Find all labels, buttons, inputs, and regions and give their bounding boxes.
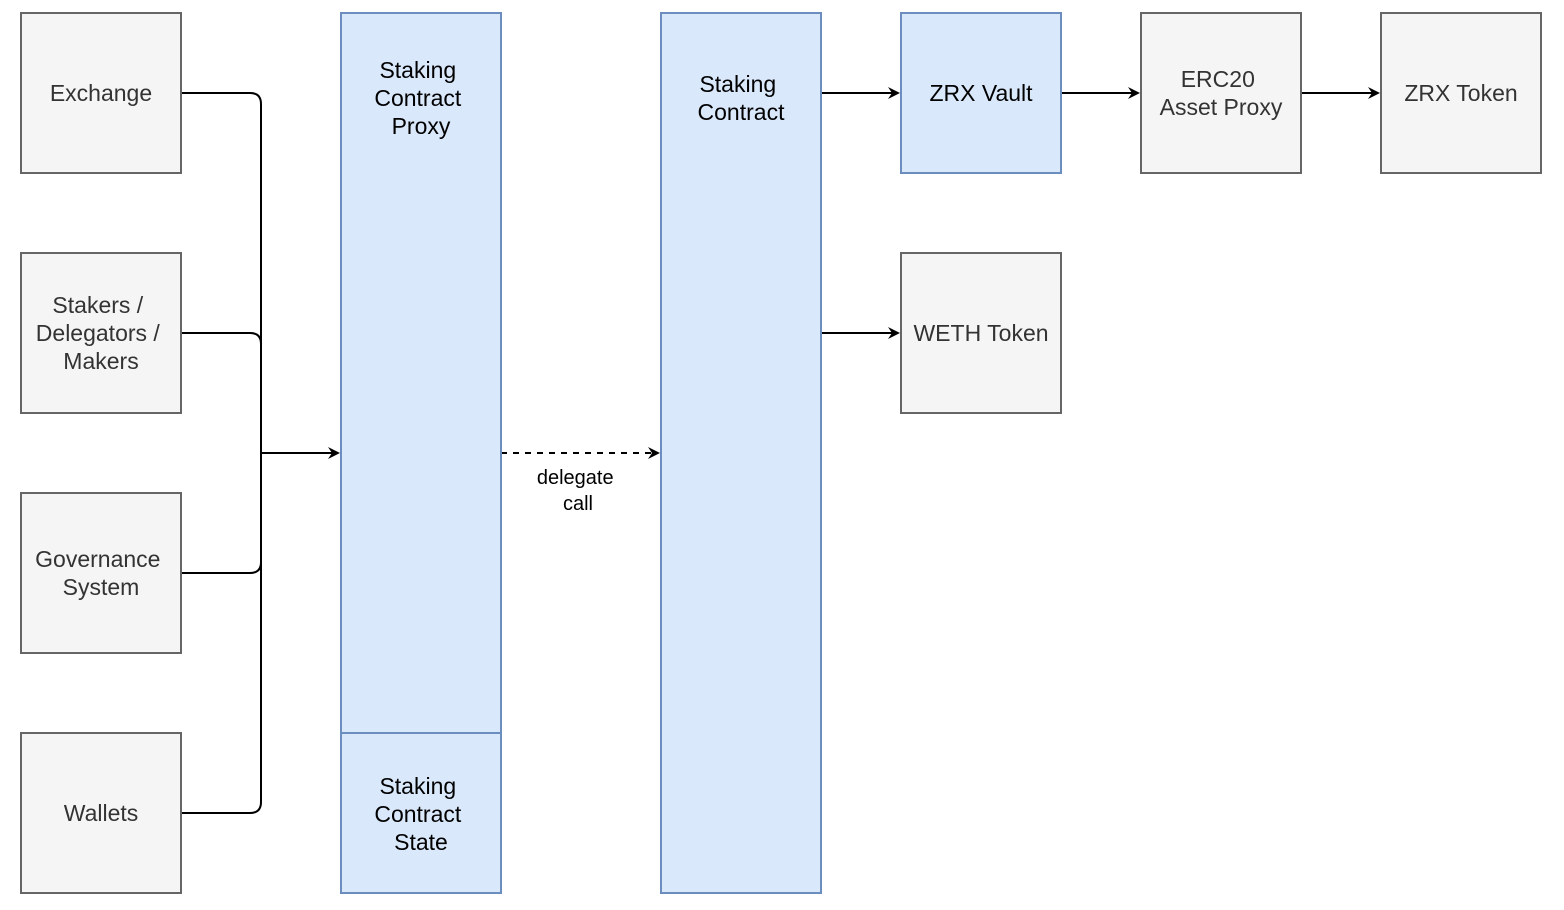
delegate-call-label: delegate call: [537, 467, 619, 515]
node-weth-token: WETH Token: [900, 252, 1062, 414]
node-stakers-label: Stakers / Delegators / Makers: [36, 292, 166, 374]
node-staking-contract-state: Staking Contract State: [340, 732, 502, 894]
edge-exchange-to-proxy: [181, 92, 340, 459]
node-state-label: Staking Contract State: [374, 773, 467, 855]
node-proxy-label: Staking Contract Proxy: [374, 57, 467, 139]
node-exchange: Exchange: [20, 12, 182, 174]
node-zrx-label: ZRX Token: [1404, 80, 1517, 106]
node-wallets: Wallets: [20, 732, 182, 894]
node-weth-label: WETH Token: [913, 320, 1048, 346]
node-zrx-token: ZRX Token: [1380, 12, 1542, 174]
edge-governance-to-proxy: [181, 453, 262, 574]
edge-wallets-to-proxy: [181, 453, 262, 814]
edges: [181, 87, 1380, 814]
node-staking-label: Staking Contract: [698, 71, 786, 125]
node-vault-label: ZRX Vault: [929, 80, 1033, 106]
node-stakers: Stakers / Delegators / Makers: [20, 252, 182, 414]
node-zrx-vault: ZRX Vault: [900, 12, 1062, 174]
node-exchange-label: Exchange: [50, 80, 152, 106]
node-governance: Governance System: [20, 492, 182, 654]
node-erc20-asset-proxy: ERC20 Asset Proxy: [1140, 12, 1302, 174]
node-erc20-label: ERC20 Asset Proxy: [1160, 66, 1283, 120]
node-staking-contract-proxy: Staking Contract Proxy: [340, 12, 502, 734]
edge-stakers-to-proxy: [181, 332, 262, 453]
node-staking-contract: Staking Contract: [660, 12, 822, 894]
node-wallets-label: Wallets: [64, 800, 139, 826]
node-governance-label: Governance System: [35, 546, 167, 600]
